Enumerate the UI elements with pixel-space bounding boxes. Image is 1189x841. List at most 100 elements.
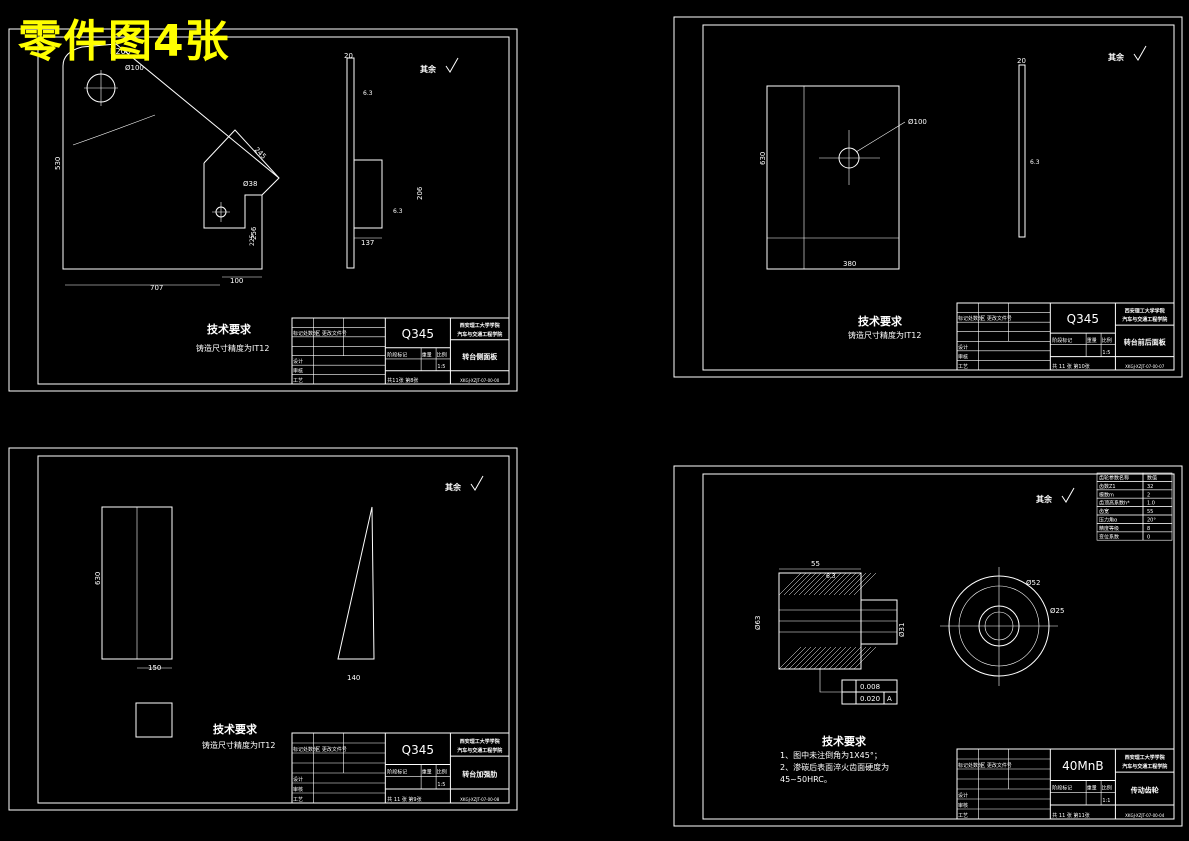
title-block-label: 工艺 bbox=[958, 364, 968, 370]
roughness-value: 6.3 bbox=[826, 573, 836, 580]
drawing-code-label: XKGJ-XZJT-07-00-07 bbox=[1125, 364, 1165, 369]
page-title: 零件图4张 bbox=[18, 16, 230, 67]
material-label: Q345 bbox=[1067, 312, 1099, 326]
part-name-label: 传动齿轮 bbox=[1130, 785, 1159, 794]
detail-square bbox=[135, 702, 173, 738]
drawing-line bbox=[798, 646, 822, 670]
drawing-code-label: XKGJ-XZJT-07-00-00 bbox=[460, 378, 500, 383]
roughness-check-icon bbox=[445, 57, 459, 73]
surface-mark-label: 其余 bbox=[1036, 494, 1053, 504]
sheet-outer-border bbox=[673, 16, 1183, 378]
tolerance-value: 0.020 bbox=[860, 695, 880, 703]
dimension-label: 630 bbox=[94, 572, 102, 585]
title-block-label: 阶段标记 bbox=[387, 351, 407, 358]
roughness-check-icon bbox=[1133, 45, 1147, 61]
datum-label: A bbox=[887, 695, 892, 703]
drawing-line bbox=[778, 646, 802, 670]
material-label: Q345 bbox=[402, 743, 434, 757]
title-block: 标记处数分区 更改文件号设计审核工艺40MnB阶段标记重量比例1:1共 11 张… bbox=[956, 748, 1175, 820]
param-name: 齿顶高系数h* bbox=[1099, 500, 1130, 507]
title-block-frame bbox=[291, 317, 510, 385]
title-block-label: 比例 bbox=[437, 769, 447, 776]
school-label: 汽车与交通工程学院 bbox=[1122, 316, 1167, 323]
title-block-label: 阶段标记 bbox=[1052, 785, 1072, 792]
surface-roughness-mark: 其余 bbox=[420, 57, 459, 74]
title-block: 标记处数分区 更改文件号设计审核工艺Q345阶段标记重量比例1:5共 11 张 … bbox=[956, 302, 1175, 371]
sheets-info-label: 共 11 张 第10张 bbox=[1052, 363, 1090, 370]
drawing-line bbox=[808, 646, 832, 670]
drawing-line bbox=[848, 646, 872, 670]
roughness-check-icon bbox=[1061, 487, 1075, 503]
dimension-label: 150 bbox=[148, 664, 161, 672]
material-label: 40MnB bbox=[1062, 759, 1103, 773]
arc-dimension bbox=[72, 114, 156, 146]
title-block: 标记处数分区 更改文件号设计审核工艺Q345阶段标记重量比例1:5共11张 第8… bbox=[291, 317, 510, 385]
part-outline bbox=[766, 85, 900, 270]
drawing-line bbox=[838, 572, 862, 596]
sheets-info-label: 共 11 张 第11张 bbox=[1052, 812, 1090, 819]
surface-mark-label: 其余 bbox=[420, 64, 437, 74]
drawing-line bbox=[855, 121, 906, 153]
title-block-label: 阶段标记 bbox=[387, 769, 407, 776]
sheet-inner-border bbox=[702, 473, 1175, 820]
dimension-label: 137 bbox=[361, 239, 374, 247]
param-value: 2 bbox=[1147, 492, 1150, 498]
dimension-label: Ø52 bbox=[1026, 579, 1040, 587]
param-name: 模数m bbox=[1099, 491, 1114, 498]
title-block-label: 设计 bbox=[958, 344, 968, 351]
sheet-outer-border bbox=[8, 447, 518, 811]
dimension-label: Ø31 bbox=[898, 623, 906, 637]
surface-mark-label: 其余 bbox=[445, 482, 462, 492]
part-outline bbox=[62, 43, 280, 270]
roughness-check-icon bbox=[470, 475, 484, 491]
title-block-label: 标记处数分 bbox=[958, 315, 983, 322]
dimension-label: 707 bbox=[150, 284, 163, 292]
title-block-label: 审核 bbox=[958, 802, 968, 809]
dimension-label: 380 bbox=[843, 260, 856, 268]
dimension-label: 530 bbox=[54, 157, 62, 170]
param-cell bbox=[1142, 531, 1173, 541]
param-value: 32 bbox=[1147, 484, 1153, 490]
dimension-label: 256 bbox=[250, 226, 258, 240]
title-block-label: 审核 bbox=[293, 786, 303, 793]
dimension-label: 20 bbox=[1017, 57, 1026, 65]
material-label: Q345 bbox=[402, 327, 434, 341]
tech-req-note: 铸造尺寸精度为IT12 bbox=[202, 740, 275, 750]
title-block-label: 区 更改文件号 bbox=[315, 746, 347, 753]
title-block-label: 设计 bbox=[293, 358, 303, 365]
side-view-rib bbox=[354, 159, 383, 229]
dimension-label: 630 bbox=[759, 152, 767, 165]
title-block-label: 工艺 bbox=[958, 813, 968, 819]
title-block-label: 区 更改文件号 bbox=[315, 330, 347, 337]
school-label: 西安理工大学学院 bbox=[1125, 307, 1165, 314]
part-outline bbox=[203, 129, 280, 179]
title-block-frame bbox=[956, 748, 1175, 820]
dimension-label: 100 bbox=[230, 277, 243, 285]
drawing-line bbox=[783, 572, 807, 596]
drawing-line bbox=[853, 646, 877, 670]
title-block-label: 重量 bbox=[1087, 785, 1097, 792]
drawing-line bbox=[833, 572, 857, 596]
ratio-label: 1:5 bbox=[1102, 350, 1110, 356]
rib-outline bbox=[337, 506, 375, 660]
surface-roughness-mark: 其余 bbox=[445, 475, 484, 492]
title-block-label: 设计 bbox=[293, 776, 303, 783]
side-view-plate bbox=[1018, 64, 1026, 238]
sheet-outer-border bbox=[673, 465, 1183, 827]
dimension-label: Ø25 bbox=[1050, 607, 1064, 615]
title-block-label: 标记处数分 bbox=[293, 746, 318, 753]
drawing-line bbox=[838, 646, 862, 670]
title-block-frame bbox=[956, 302, 1175, 371]
tech-req-note: 铸造尺寸精度为IT12 bbox=[848, 330, 921, 340]
sheet-inner-border bbox=[702, 24, 1175, 371]
param-name: 变位系数 bbox=[1099, 533, 1119, 540]
dimension-label: 20 bbox=[344, 52, 353, 60]
drawing-line bbox=[793, 646, 817, 670]
drawing-line bbox=[853, 572, 877, 596]
title-block-label: 区 更改文件号 bbox=[980, 315, 1012, 322]
param-name: 齿宽 bbox=[1099, 508, 1109, 515]
